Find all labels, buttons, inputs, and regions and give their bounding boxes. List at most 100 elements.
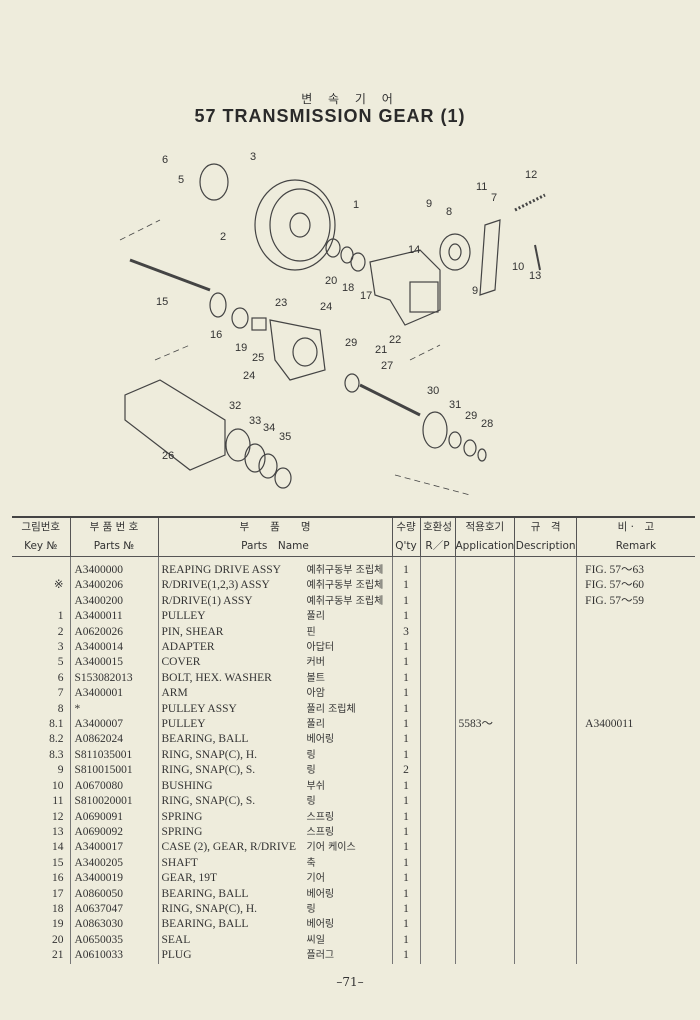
part-name-en: RING, SNAP(C), S. [161,795,256,808]
remark [576,701,695,718]
remark [576,948,695,964]
part-number: * [69,701,158,718]
part-number: A3400011 [69,609,158,625]
rp [419,556,455,579]
part-name-en: ARM [161,687,188,700]
part-name-ko: 링 [306,796,316,808]
remark: FIG. 57～60 [576,578,695,594]
key-number: 12 [52,810,64,823]
remark [576,871,695,887]
remark [576,840,695,856]
application [454,855,515,872]
key-number: 14 [52,841,64,854]
description [514,794,577,810]
part-name-ko: 링 [306,903,316,915]
description [514,670,577,687]
part-name-en: CASE (2), GEAR, R/DRIVE [161,841,297,854]
callout-label: 24 [320,301,332,313]
key-number: 7 [57,687,64,700]
callout-label: 17 [360,290,372,302]
part-name-en: ADAPTER [161,641,215,654]
application [454,686,515,702]
page-number: –71– [336,975,364,989]
part-name-ko: 부쉬 [306,780,325,792]
key-number: 2 [57,625,64,638]
diagram-drawing [119,163,546,496]
rp [419,624,455,641]
callout-label: 31 [449,399,461,411]
part-number: A3400001 [69,686,158,702]
callout-label: 1 [353,199,359,211]
application [454,932,515,949]
callout-label: 22 [389,334,401,346]
remark [576,886,695,902]
description [514,655,577,671]
column-header-en: R／P [419,537,455,557]
part-name-ko: 예취구동부 조립체 [306,595,384,607]
part-number: A0690091 [69,809,158,825]
rp [419,578,455,594]
description [514,886,577,902]
callout-label: 34 [263,422,275,434]
callout-label: 9 [472,285,478,297]
pulley-assy-part [439,233,471,271]
part-number: S811035001 [69,747,158,764]
part-number: S810020001 [69,794,158,810]
description [514,778,577,795]
part-name-ko: 아암 [306,688,325,700]
part-number: A0650035 [69,932,158,949]
column-header-en: Q'ty [391,537,420,557]
callout-label: 2 [220,231,226,243]
part-name-en: SPRING [161,810,203,823]
column-header-en: Parts № [69,537,158,557]
rp [419,763,455,779]
remark [576,686,695,702]
description [514,763,577,779]
callout-label: 28 [481,418,493,430]
part-number: A0670080 [69,778,158,795]
part-name-en: GEAR, 19T [161,872,218,885]
application [454,624,515,641]
callout-label: 14 [408,244,420,256]
part-name-en: BEARING, BALL [161,918,249,931]
callout-label: 19 [235,342,247,354]
part-name-ko: 풀리 조립체 [306,703,356,715]
key-number: 20 [52,933,64,946]
remark: FIG. 57～59 [576,593,695,610]
application [454,701,515,718]
part-name-en: SHAFT [161,856,198,869]
part-name-en: PIN, SHEAR [161,625,224,638]
rp [419,655,455,671]
remark [576,747,695,764]
part-name-ko: 예취구동부 조립체 [306,580,384,592]
rp [419,917,455,933]
key-number: 21 [52,949,64,962]
part-number: A0690092 [69,824,158,841]
column-header-ko: 부 품 번 호 [69,516,158,537]
description [514,640,577,656]
callout-label: 29 [465,410,477,422]
application [454,655,515,671]
rp [419,747,455,764]
part-name: RING, SNAP(C), H.링 [157,747,392,764]
application [454,593,515,610]
part-name-en: SPRING [161,825,203,838]
application [454,778,515,795]
part-number: A3400015 [69,655,158,671]
part-number: A0610033 [69,948,158,964]
callout-label: 8 [446,206,452,218]
